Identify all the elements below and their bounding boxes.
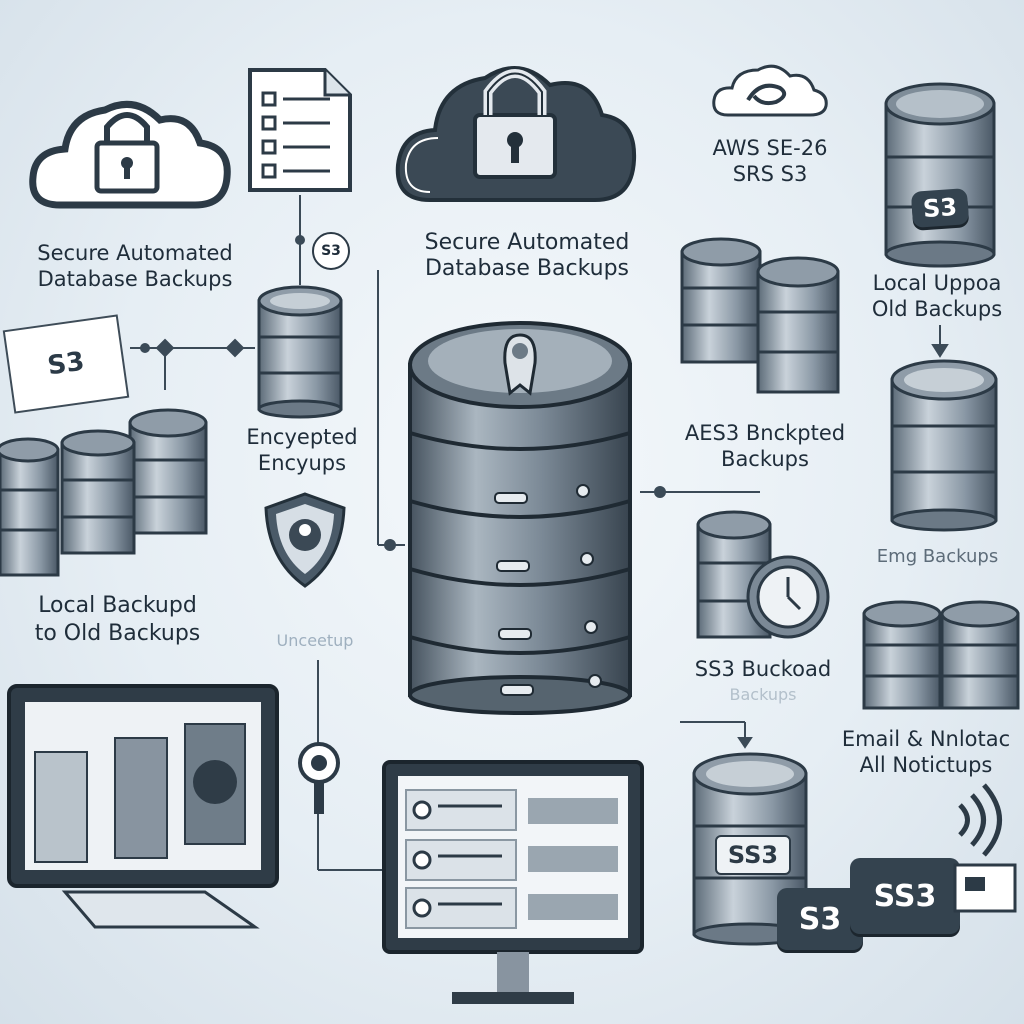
left-monitor — [7, 684, 279, 929]
ss3-bucket-label: SS3 Buckoad Backups — [668, 656, 858, 708]
s3-database-top-right — [884, 82, 996, 268]
s3-top-right-badge: S3 — [910, 188, 970, 228]
center-title-line2: Database Backups — [424, 256, 630, 281]
center-monitor — [382, 760, 644, 1004]
left-title: Secure Automated Database Backups — [10, 240, 260, 292]
faint-center-label: Unceetup — [276, 631, 354, 650]
left-title-line1: Secure Automated — [37, 241, 233, 265]
email-line2: All Notictups — [859, 753, 993, 777]
db-cluster-right-lower — [862, 600, 1020, 710]
aes-line2: Backups — [721, 447, 809, 471]
central-database-stack — [408, 321, 632, 715]
ss3-db-label-text: SS3 — [727, 841, 779, 869]
ss3-card-badge-text: SS3 — [873, 878, 937, 914]
s3-sign-left-text: S3 — [45, 346, 87, 382]
local-backup-line2: to Old Backups — [34, 621, 201, 646]
ss3-card-badge: SS3 — [850, 858, 960, 934]
search-key-icon — [298, 742, 340, 814]
center-title-line1: Secure Automated — [424, 230, 630, 255]
aws-label: AWS SE-26 SRS S3 — [690, 135, 850, 187]
center-cloud-lock-icon — [395, 66, 637, 202]
db-stack-left-top — [257, 285, 343, 419]
ss3-bucket-line2: Backups — [729, 685, 797, 704]
aws-line1: AWS SE-26 — [712, 136, 828, 160]
db-right-middle-large — [890, 359, 998, 532]
db-with-clock — [696, 510, 830, 639]
s3-round-tag-label: S3 — [321, 243, 341, 259]
s3-sign-left: S3 — [2, 314, 130, 414]
local-upload-label: Local Uppoa Old Backups — [852, 270, 1022, 322]
wireless-router-icon — [953, 783, 1017, 913]
ss3-bucket-line1: SS3 Buckoad — [694, 657, 832, 681]
aws-cloud-icon — [712, 64, 828, 117]
s3-card-badge-text: S3 — [798, 901, 842, 937]
s3-round-tag: S3 — [312, 232, 350, 270]
s3-top-right-badge-text: S3 — [922, 192, 958, 224]
aes-line1: AES3 Bnckpted — [684, 421, 846, 445]
local-upload-line2: Old Backups — [871, 297, 1003, 321]
local-upload-line1: Local Uppoa — [872, 271, 1002, 295]
db-cluster-right-middle — [680, 237, 840, 394]
left-cloud-lock-icon — [29, 100, 231, 209]
center-title: Secure Automated Database Backups — [398, 230, 656, 282]
email-label: Email & Nnlotac All Notictups — [828, 726, 1024, 778]
emg-label: Emg Backups — [876, 546, 999, 567]
aws-line2: SRS S3 — [732, 162, 808, 186]
document-checklist-icon — [248, 68, 352, 192]
aes-label: AES3 Bnckpted Backups — [660, 420, 870, 472]
s3-card-badge: S3 — [777, 888, 863, 950]
left-title-line2: Database Backups — [37, 267, 233, 291]
ss3-db-label: SS3 — [715, 835, 791, 875]
encrypted-line2: Encyups — [257, 451, 347, 475]
encrypted-label: Encyepted Encyups — [232, 424, 372, 476]
db-cluster-left — [0, 408, 208, 577]
encrypted-line1: Encyepted — [246, 425, 358, 449]
local-backup-label: Local Backupd to Old Backups — [5, 592, 230, 648]
email-line1: Email & Nnlotac — [841, 727, 1011, 751]
shield-icon — [264, 492, 346, 588]
local-backup-line1: Local Backupd — [38, 593, 197, 618]
